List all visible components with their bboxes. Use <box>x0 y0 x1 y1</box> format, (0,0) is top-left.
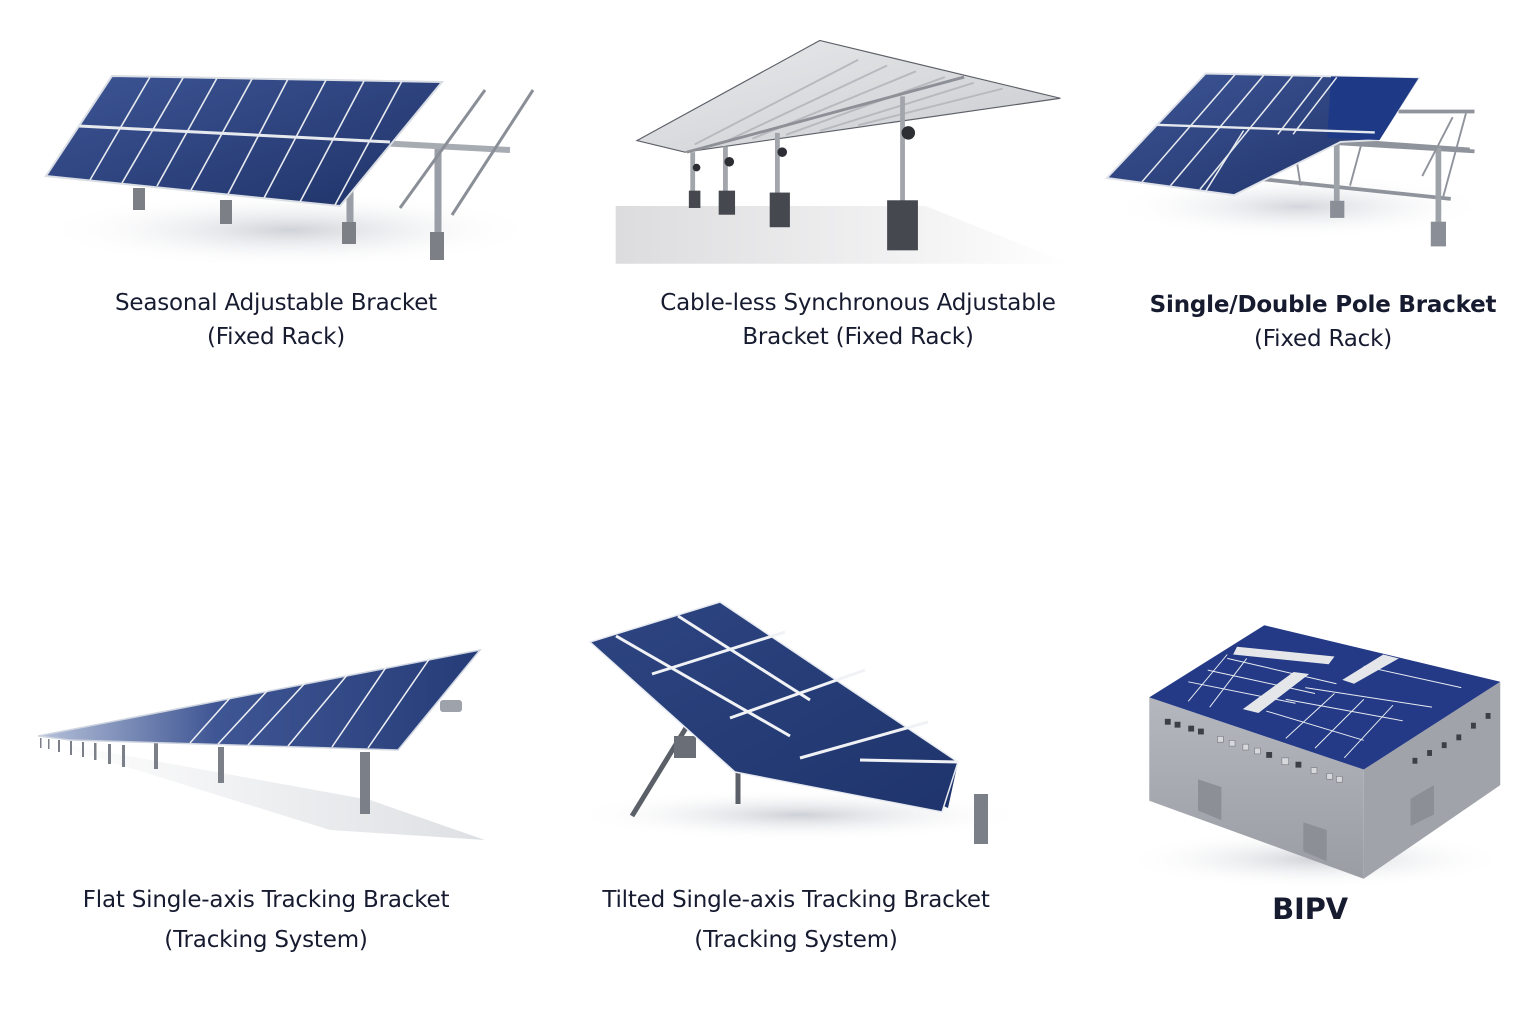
product-title: Tilted Single-axis Tracking Bracket (Tra… <box>576 880 1016 960</box>
product-title: BIPV <box>1220 892 1400 926</box>
product-card-cable-less-synchronous[interactable]: Cable-less Synchronous Adjustable Bracke… <box>590 0 1100 360</box>
product-card-tilted-single-axis[interactable]: Tilted Single-axis Tracking Bracket (Tra… <box>560 590 1060 980</box>
product-title-line2: (Fixed Rack) <box>207 324 345 350</box>
product-title-line1: Single/Double Pole Bracket <box>1149 292 1497 318</box>
product-title: Flat Single-axis Tracking Bracket (Track… <box>56 880 476 960</box>
product-card-seasonal-adjustable[interactable]: Seasonal Adjustable Bracket (Fixed Rack) <box>0 0 560 360</box>
product-title: Cable-less Synchronous Adjustable Bracke… <box>628 286 1088 354</box>
product-title-line2: (Tracking System) <box>694 927 898 953</box>
ground-mounted-tilted-panel-array-icon <box>30 60 550 280</box>
product-card-bipv[interactable]: BIPV <box>1110 610 1520 950</box>
product-title: Single/Double Pole Bracket (Fixed Rack) <box>1128 288 1518 356</box>
product-title-line1: Seasonal Adjustable Bracket <box>115 290 437 316</box>
pole-mounted-panel-array-icon <box>1094 64 1494 254</box>
product-title-line2: Bracket (Fixed Rack) <box>742 324 974 350</box>
product-title: Seasonal Adjustable Bracket (Fixed Rack) <box>76 286 476 354</box>
long-row-tracker-icon <box>30 640 490 850</box>
product-card-single-double-pole[interactable]: Single/Double Pole Bracket (Fixed Rack) <box>1090 0 1536 360</box>
product-title-line1: Cable-less Synchronous Adjustable <box>660 290 1056 316</box>
canopy-bracket-underside-icon <box>608 40 1070 272</box>
product-title-line1: Tilted Single-axis Tracking Bracket <box>602 887 990 913</box>
product-card-flat-single-axis[interactable]: Flat Single-axis Tracking Bracket (Track… <box>0 600 540 980</box>
product-title-line1: BIPV <box>1272 892 1348 926</box>
product-title-line2: (Fixed Rack) <box>1254 326 1392 352</box>
tilted-tracker-icon <box>560 590 1040 850</box>
building-rooftop-solar-icon <box>1120 614 1510 890</box>
product-title-line1: Flat Single-axis Tracking Bracket <box>82 887 450 913</box>
product-title-line2: (Tracking System) <box>164 927 368 953</box>
